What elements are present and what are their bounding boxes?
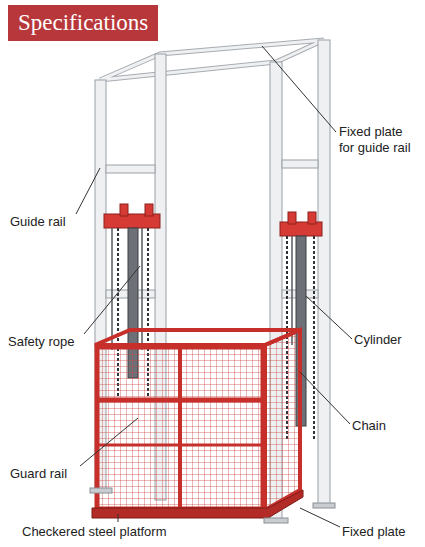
part-label: Cylinder [354, 332, 402, 348]
part-label: Checkered steel platform [22, 524, 167, 540]
part-label: Fixed plate for guide rail [339, 124, 421, 155]
fixed-plate [90, 488, 335, 523]
part-label: Safety rope [8, 334, 75, 350]
part-label: Chain [352, 418, 386, 434]
leader-line [76, 46, 352, 527]
part-label: Guard rail [10, 466, 67, 482]
part-label: Fixed plate [342, 524, 406, 540]
part-label: Guide rail [10, 214, 66, 230]
top-frame [100, 40, 324, 80]
guard-cage [92, 330, 303, 518]
title-banner: Specifications [8, 5, 158, 41]
top-frame-inner [100, 40, 324, 80]
